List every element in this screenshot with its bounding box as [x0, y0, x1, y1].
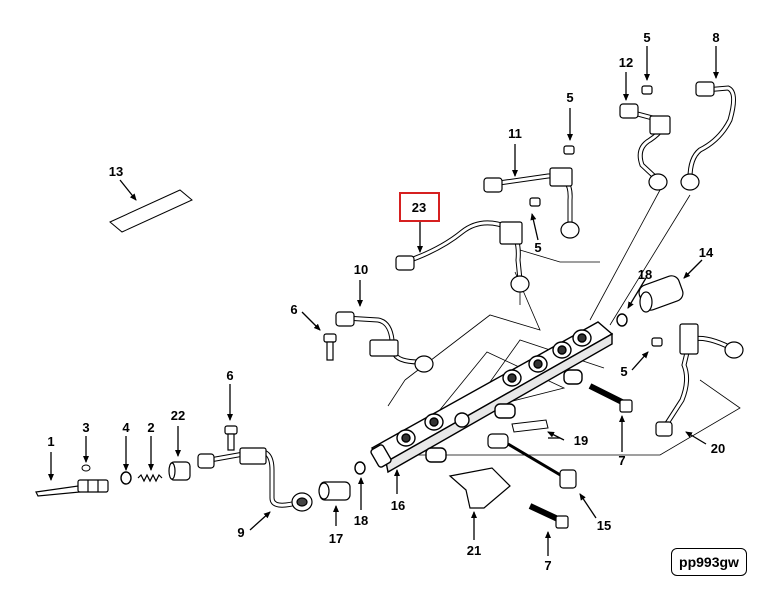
callout-labels: 1 3 4 2 22 6 6 10 9 17 18 16 13 11 5 12 … [47, 30, 725, 573]
callout-5-right: 5 [620, 364, 627, 379]
label-13 [109, 189, 193, 233]
callout-11: 11 [508, 126, 522, 141]
callout-22: 22 [171, 408, 185, 423]
callout-5-mid: 5 [534, 240, 541, 255]
connector-22 [168, 461, 191, 481]
callout-21: 21 [467, 543, 481, 558]
fuel-line-11 [483, 167, 580, 239]
callout-20: 20 [711, 441, 725, 456]
fuel-line-20 [655, 323, 744, 437]
bolt-7-right [588, 383, 633, 413]
callout-arrows [48, 46, 719, 556]
bolt-7-lower [528, 503, 569, 529]
bolts-5 [529, 85, 663, 347]
callout-5-top-mid: 5 [566, 90, 573, 105]
bracket-21 [448, 467, 511, 509]
callout-5-top-right: 5 [643, 30, 650, 45]
callout-7-lower: 7 [544, 558, 551, 573]
callout-17: 17 [329, 531, 343, 546]
highlighted-callout-23[interactable]: 23 [399, 192, 440, 222]
callout-14: 14 [699, 245, 714, 260]
reference-code: pp993gw [671, 548, 747, 576]
callout-18-lower: 18 [354, 513, 368, 528]
seal-4 [120, 471, 132, 485]
clip-3 [81, 464, 91, 472]
callout-13: 13 [109, 164, 123, 179]
callout-12: 12 [619, 55, 633, 70]
rail-ports [396, 329, 592, 447]
strip-19 [511, 419, 549, 433]
fitting-17 [318, 481, 351, 501]
washer-18-upper [616, 313, 628, 327]
callout-6-upper: 6 [290, 302, 297, 317]
callout-7-right: 7 [618, 453, 625, 468]
sensor-14 [638, 275, 684, 313]
fuel-line-9-fittings [197, 447, 313, 512]
fuel-line-10 [335, 311, 434, 373]
callout-10: 10 [354, 262, 368, 277]
callout-23: 23 [412, 200, 426, 215]
fuel-line-8 [680, 81, 736, 191]
highlight-box [399, 192, 440, 222]
sensor-15 [487, 433, 577, 489]
fuel-rail [370, 321, 614, 474]
injector-1 [35, 479, 109, 497]
callout-2: 2 [147, 420, 154, 435]
callout-4: 4 [122, 420, 130, 435]
callout-6-lower: 6 [226, 368, 233, 383]
fuel-line-23 [395, 220, 530, 293]
bolt-6-upper [323, 333, 337, 361]
bolt-6-left [224, 425, 238, 451]
callout-1: 1 [47, 434, 54, 449]
callout-9: 9 [237, 525, 244, 540]
spring-2 [137, 473, 163, 483]
callout-15: 15 [597, 518, 611, 533]
washer-18-lower [354, 461, 366, 475]
fuel-line-12 [619, 103, 671, 191]
callout-16: 16 [391, 498, 405, 513]
callout-3: 3 [82, 420, 89, 435]
callout-19: 19 [574, 433, 588, 448]
callout-18-upper: 18 [638, 267, 652, 282]
callout-8: 8 [712, 30, 719, 45]
